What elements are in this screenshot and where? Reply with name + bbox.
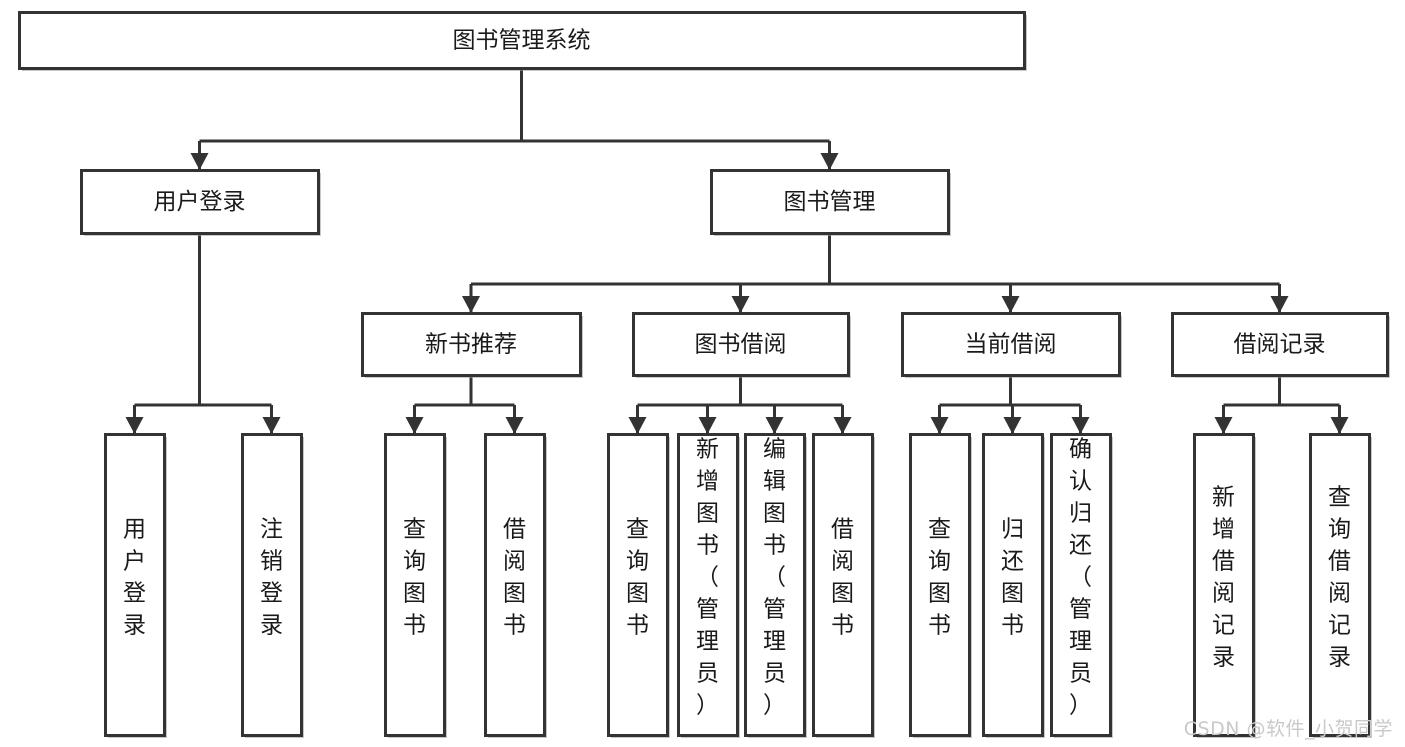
node-box[interactable] xyxy=(982,433,1044,737)
node-box[interactable] xyxy=(1309,433,1371,737)
arrowhead-icon xyxy=(731,296,750,313)
arrowhead-icon xyxy=(405,417,424,434)
edge-group-book-manage xyxy=(462,233,1289,313)
node-label: 用户登录 xyxy=(123,517,146,639)
edge-group-root xyxy=(190,68,839,170)
node-box[interactable] xyxy=(361,312,582,377)
arrowhead-icon xyxy=(698,417,717,434)
arrowhead-icon xyxy=(1214,417,1233,434)
node-label: 新增图书（管理员） xyxy=(696,437,719,719)
arrowhead-icon xyxy=(628,417,647,434)
arrowhead-icon xyxy=(462,296,480,313)
node-box[interactable] xyxy=(607,433,669,737)
node-leaf-confirm-return[interactable]: 确认归还（管理员） xyxy=(1050,433,1114,739)
node-leaf-return-book[interactable]: 归还图书 xyxy=(982,433,1046,739)
arrowhead-icon xyxy=(765,417,784,434)
node-label: 借阅记录 xyxy=(1234,332,1326,358)
node-label: 借阅图书 xyxy=(831,517,854,639)
node-box[interactable] xyxy=(1050,433,1112,737)
node-leaf-user-logout[interactable]: 注销登录 xyxy=(241,433,305,739)
node-label: 注销登录 xyxy=(260,517,283,639)
edge-group-current-borrow xyxy=(930,375,1090,434)
arrowhead-icon xyxy=(1071,417,1090,434)
node-book-borrow[interactable]: 图书借阅 xyxy=(632,312,852,379)
arrowhead-icon xyxy=(505,417,524,434)
edge-layer xyxy=(125,68,1349,434)
node-leaf-add-record[interactable]: 新增借阅记录 xyxy=(1193,433,1257,739)
node-label: 新增借阅记录 xyxy=(1212,485,1235,671)
node-leaf-query-record[interactable]: 查询借阅记录 xyxy=(1309,433,1373,739)
node-label: 查询图书 xyxy=(626,517,649,639)
node-label: 新书推荐 xyxy=(425,332,517,358)
edge-group-borrow-record xyxy=(1214,375,1349,434)
node-root[interactable]: 图书管理系统 xyxy=(18,11,1028,72)
node-leaf-borrow-book[interactable]: 借阅图书 xyxy=(812,433,876,739)
node-layer: 图书管理系统用户登录图书管理新书推荐图书借阅当前借阅借阅记录用户登录注销登录查询… xyxy=(18,11,1391,739)
arrowhead-icon xyxy=(833,417,852,434)
node-label: 图书管理系统 xyxy=(453,28,591,54)
arrowhead-icon xyxy=(820,153,839,170)
node-box[interactable] xyxy=(1171,312,1389,377)
arrowhead-icon xyxy=(1001,296,1020,313)
node-label: 归还图书 xyxy=(1001,517,1024,639)
arrowhead-icon xyxy=(262,417,281,434)
node-borrow-record[interactable]: 借阅记录 xyxy=(1171,312,1391,379)
node-leaf-query-book-borrow[interactable]: 查询图书 xyxy=(607,433,671,739)
node-box[interactable] xyxy=(909,433,971,737)
csdn-watermark: CSDN @软件_小贺同学 xyxy=(1183,718,1393,740)
node-label: 当前借阅 xyxy=(965,332,1057,358)
node-leaf-add-book[interactable]: 新增图书（管理员） xyxy=(677,433,741,739)
node-box[interactable] xyxy=(241,433,303,737)
node-box[interactable] xyxy=(1193,433,1255,737)
node-label: 用户登录 xyxy=(154,189,246,215)
node-box[interactable] xyxy=(744,433,806,737)
node-leaf-query-book-rec[interactable]: 查询图书 xyxy=(384,433,448,739)
node-label: 查询图书 xyxy=(403,517,426,639)
node-box[interactable] xyxy=(677,433,739,737)
edge-group-user-login xyxy=(125,233,281,434)
node-box[interactable] xyxy=(812,433,874,737)
node-label: 确认归还（管理员） xyxy=(1069,437,1092,719)
arrowhead-icon xyxy=(1270,296,1289,313)
node-label: 查询图书 xyxy=(928,517,951,639)
node-book-manage[interactable]: 图书管理 xyxy=(710,169,952,237)
node-box[interactable] xyxy=(710,169,950,235)
node-new-book-rec[interactable]: 新书推荐 xyxy=(361,312,584,379)
node-label: 图书借阅 xyxy=(695,332,787,358)
node-box[interactable] xyxy=(632,312,850,377)
node-leaf-query-book-cur[interactable]: 查询图书 xyxy=(909,433,973,739)
node-leaf-edit-book[interactable]: 编辑图书（管理员） xyxy=(744,433,808,739)
arrowhead-icon xyxy=(1330,417,1349,434)
edge-group-new-book-rec xyxy=(405,375,524,434)
arrowhead-icon xyxy=(190,153,209,170)
node-box[interactable] xyxy=(80,169,320,235)
node-label: 图书管理 xyxy=(784,189,876,215)
node-leaf-borrow-book-rec[interactable]: 借阅图书 xyxy=(484,433,548,739)
node-box[interactable] xyxy=(104,433,166,737)
arrowhead-icon xyxy=(125,417,144,434)
node-label: 借阅图书 xyxy=(503,517,526,639)
node-label: 编辑图书（管理员） xyxy=(763,437,786,719)
node-box[interactable] xyxy=(484,433,546,737)
node-leaf-user-login[interactable]: 用户登录 xyxy=(104,433,168,739)
node-current-borrow[interactable]: 当前借阅 xyxy=(901,312,1123,379)
node-label: 查询借阅记录 xyxy=(1328,485,1351,671)
arrowhead-icon xyxy=(930,417,949,434)
node-user-login[interactable]: 用户登录 xyxy=(80,169,322,237)
node-box[interactable] xyxy=(18,11,1026,70)
edge-group-book-borrow xyxy=(628,375,852,434)
arrowhead-icon xyxy=(1003,417,1022,434)
node-box[interactable] xyxy=(901,312,1121,377)
node-box[interactable] xyxy=(384,433,446,737)
